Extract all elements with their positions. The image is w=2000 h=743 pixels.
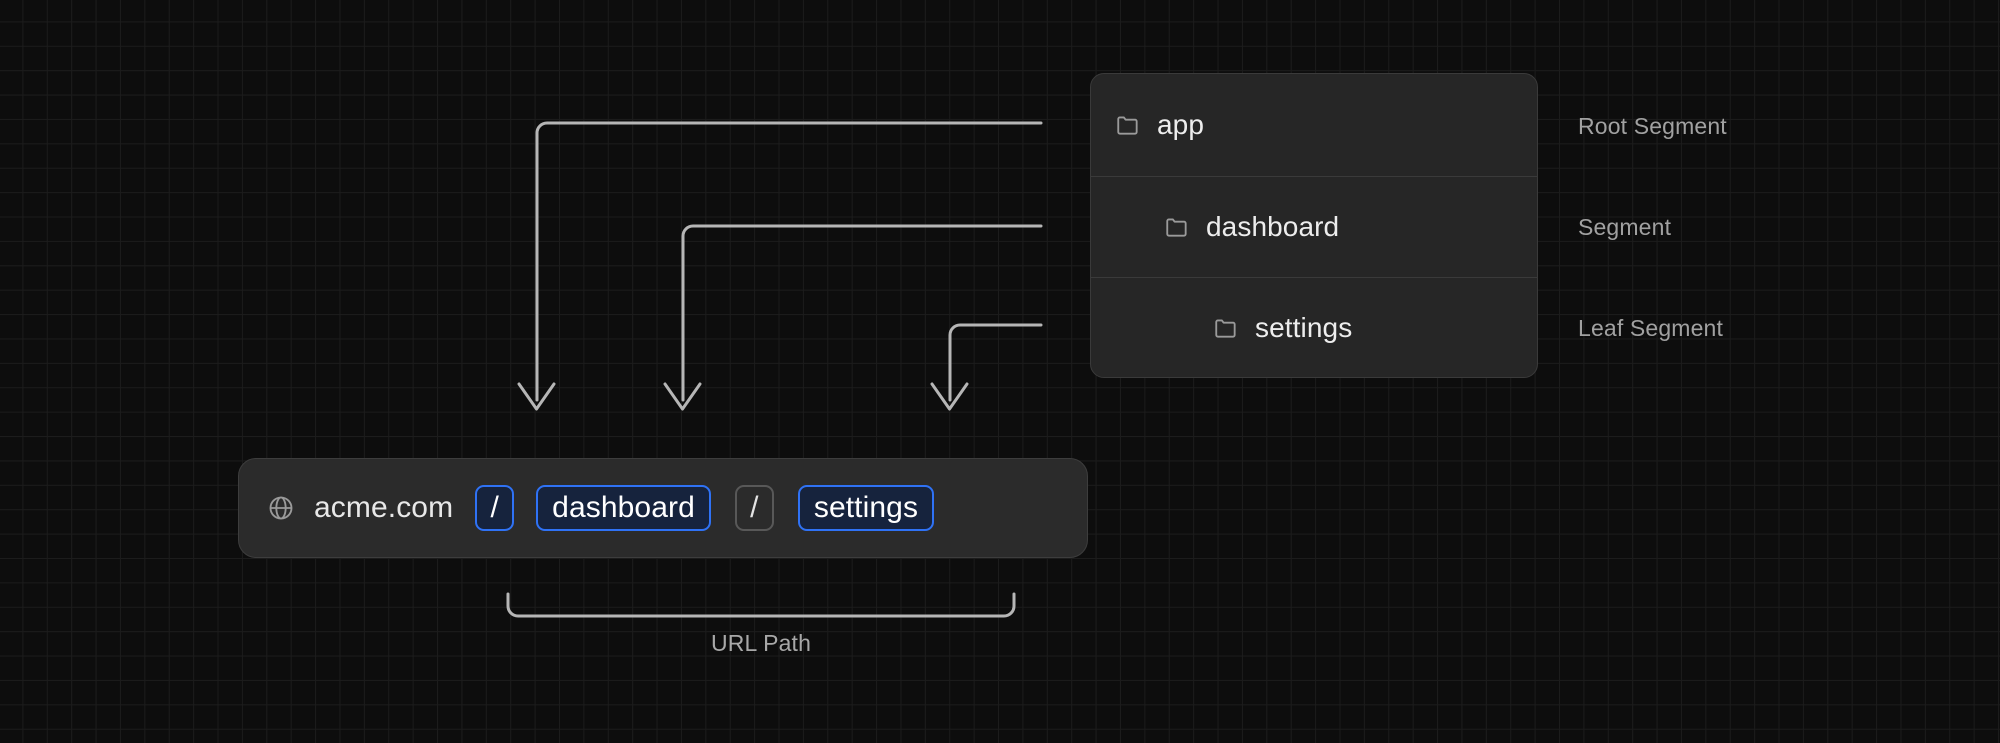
connector-leaf-segment [948, 323, 1043, 402]
annotation-segment: Segment [1578, 214, 1672, 240]
folder-icon [1117, 116, 1138, 135]
folder-icon [1166, 218, 1187, 237]
url-segment-settings[interactable]: settings [797, 485, 935, 531]
arrowhead-leaf-segment [930, 382, 969, 411]
url-path-caption: URL Path [710, 630, 812, 656]
folder-tree-card: app dashboard settings [1090, 73, 1538, 378]
tree-row[interactable]: settings [1091, 277, 1537, 377]
tree-row[interactable]: app [1091, 74, 1537, 176]
globe-icon [269, 496, 293, 520]
tree-row-label: dashboard [1206, 210, 1340, 242]
url-separator-first[interactable]: / [475, 485, 515, 531]
annotation-leaf-segment: Leaf Segment [1578, 315, 1724, 341]
arrowhead-segment [663, 382, 702, 411]
url-path-bracket [506, 592, 1016, 618]
url-segment-dashboard[interactable]: dashboard [536, 485, 711, 531]
url-host: acme.com [314, 491, 454, 524]
folder-icon [1215, 319, 1236, 338]
url-bar[interactable]: acme.com / dashboard / settings [238, 458, 1088, 558]
annotation-root-segment: Root Segment [1578, 113, 1727, 139]
url-separator-second[interactable]: / [734, 485, 774, 531]
connector-root-segment [535, 121, 1043, 402]
tree-row[interactable]: dashboard [1091, 175, 1537, 278]
arrowhead-root-segment [517, 382, 556, 411]
tree-row-label: settings [1255, 312, 1353, 344]
connector-segment [681, 224, 1043, 402]
tree-row-label: app [1157, 108, 1205, 140]
